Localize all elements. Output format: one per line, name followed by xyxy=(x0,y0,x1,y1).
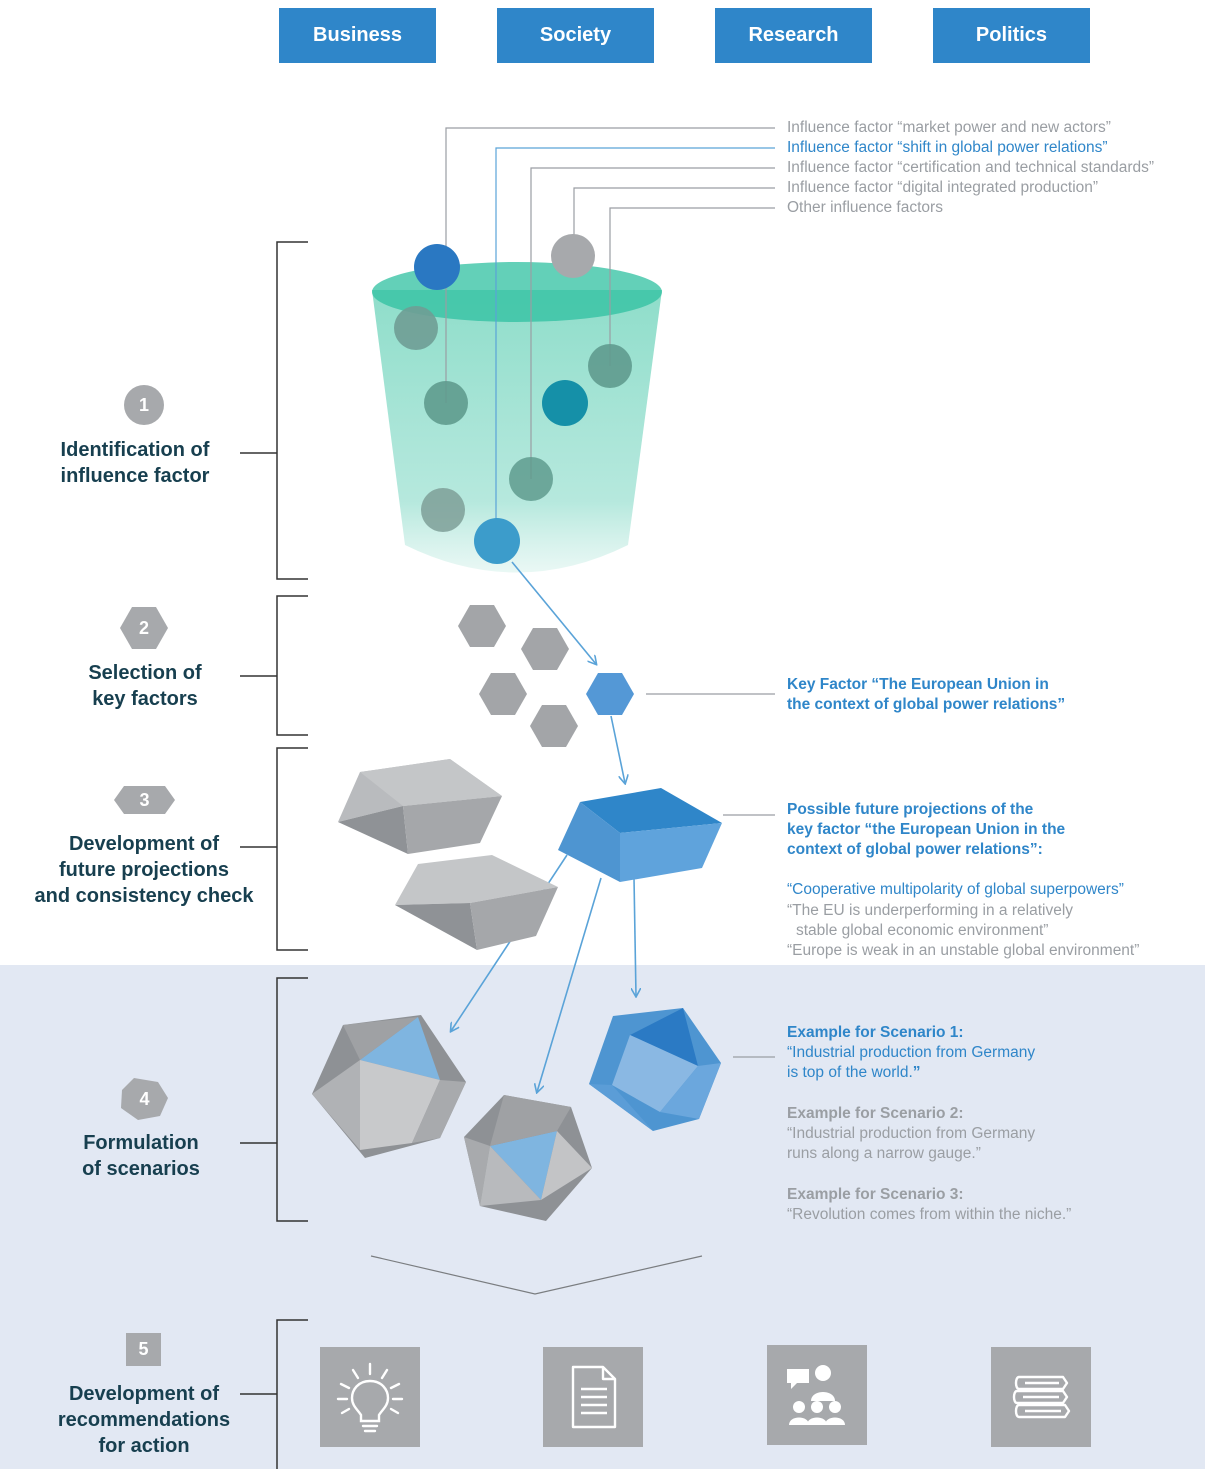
tab-business: Business xyxy=(279,8,436,63)
step-brackets xyxy=(240,241,308,1469)
scenario-example-3: Example for Scenario 3: “Revolution come… xyxy=(787,1186,1072,1223)
step-number-shapes xyxy=(114,385,175,1366)
projection-item: “Europe is weak in an unstable global en… xyxy=(787,942,1140,959)
step-number: 2 xyxy=(138,617,149,638)
tab-research: Research xyxy=(715,8,872,63)
scenario-polyhedra xyxy=(312,1008,721,1221)
books-icon xyxy=(991,1347,1091,1447)
scenario-example-1: Example for Scenario 1: “Industrial prod… xyxy=(787,1024,1036,1081)
influence-factor-label: Influence factor “market power and new a… xyxy=(787,119,1111,136)
step-number: 3 xyxy=(139,789,150,810)
influence-balls xyxy=(394,234,632,564)
projection-item: “The EU is underperforming in a relative… xyxy=(787,902,1074,939)
projection-item: “Cooperative multipolarity of global sup… xyxy=(787,881,1124,898)
factor-leader-lines xyxy=(445,127,775,541)
people-meeting-icon xyxy=(767,1345,867,1445)
influence-factor-label: Influence factor “certification and tech… xyxy=(787,159,1155,176)
step-number: 5 xyxy=(138,1339,149,1359)
tab-politics: Politics xyxy=(933,8,1090,63)
influence-factor-label: Other influence factors xyxy=(787,199,943,216)
lightbulb-icon xyxy=(320,1347,420,1447)
projection-prisms xyxy=(338,759,722,950)
influence-factor-label: Influence factor “shift in global power … xyxy=(787,139,1108,156)
document-icon xyxy=(543,1347,643,1447)
scenario-example-2: Example for Scenario 2: “Industrial prod… xyxy=(787,1105,1036,1162)
influence-factor-label: Influence factor “digital integrated pro… xyxy=(787,179,1099,196)
merge-lines xyxy=(370,1255,703,1295)
tab-society: Society xyxy=(497,8,654,63)
key-factor-hexagons xyxy=(458,605,634,747)
step-number: 1 xyxy=(138,394,149,415)
step-number: 4 xyxy=(139,1088,150,1109)
